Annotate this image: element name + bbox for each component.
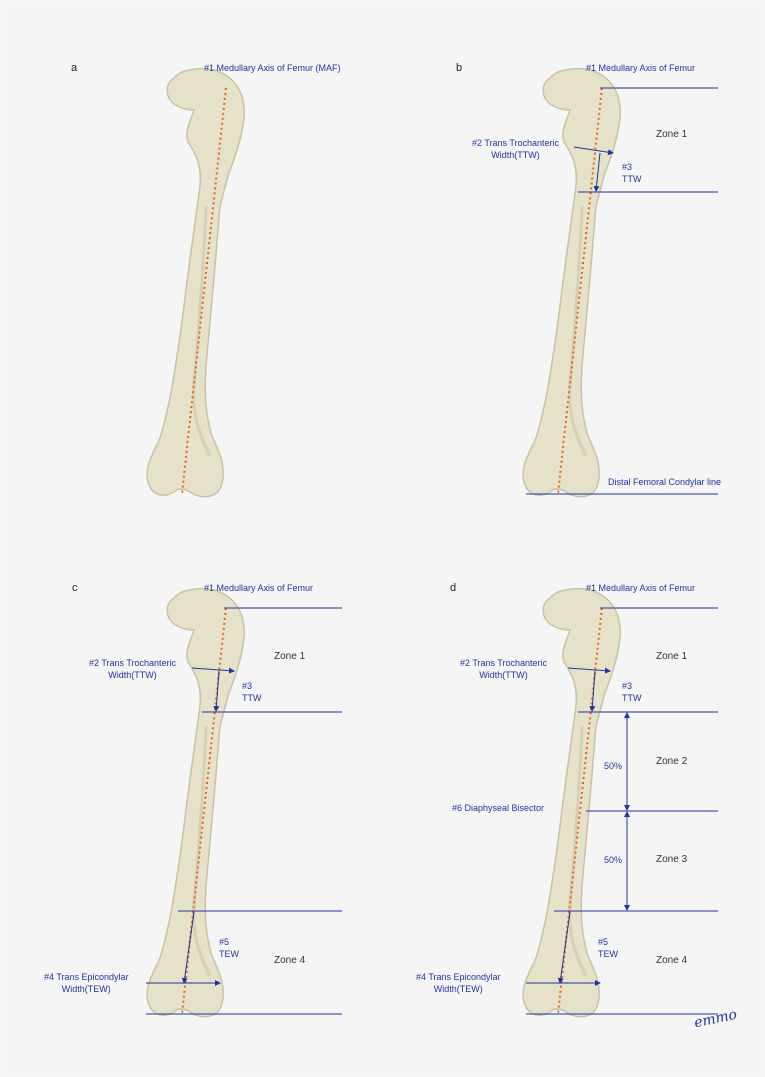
zone-1-label: Zone 1 — [656, 651, 688, 662]
zone-3-label: Zone 3 — [656, 854, 688, 865]
medullary-axis-line — [181, 87, 227, 495]
femur-drawing-d — [522, 587, 718, 1018]
panel-letter: d — [450, 582, 457, 594]
femur-bone — [146, 67, 246, 498]
ttw-arrow — [573, 146, 614, 156]
ttw-label: #2 Trans Trochanteric Width(TTW) — [472, 138, 560, 160]
femur-bone — [522, 67, 622, 498]
panel-b: b #1 Medullary Axis of Femur #2 Trans Tr… — [382, 6, 758, 526]
tew5-label: #5 TEW — [598, 937, 618, 959]
ttw3-label: #3 TTW — [622, 681, 642, 703]
medullary-axis-line — [557, 87, 603, 495]
figure-page: a #1 Medullary Axis of Femur (MAF) b #1 … — [6, 6, 758, 1072]
zone-2-label: Zone 2 — [656, 756, 688, 767]
femur-drawing-a — [146, 67, 246, 498]
ttw3-arrow — [589, 670, 596, 712]
panel-letter: b — [456, 62, 463, 74]
ttw-arrow — [567, 667, 611, 674]
panel-letter: a — [71, 62, 78, 74]
bone-shading — [568, 205, 588, 457]
pct-lower-label: 50% — [604, 855, 623, 865]
ttw-arrow — [191, 667, 235, 674]
tew-label: #4 Trans Epicondylar Width(TEW) — [416, 972, 501, 994]
bone-outline — [146, 587, 246, 1018]
bone-shading — [192, 205, 212, 457]
zone-4-label: Zone 4 — [656, 955, 688, 966]
ttw-label: #2 Trans Trochanteric Width(TTW) — [460, 658, 548, 680]
bone-shading — [568, 725, 588, 977]
zone-1-label: Zone 1 — [656, 129, 688, 140]
tew-label: #4 Trans Epicondylar Width(TEW) — [44, 972, 129, 994]
bone-outline — [522, 67, 622, 498]
maf-label: #1 Medullary Axis of Femur (MAF) — [204, 63, 341, 73]
panel-c: c #1 Medullary Axis of Femur #2 Trans Tr… — [6, 526, 382, 1046]
bisector-label: #6 Diaphyseal Bisector — [452, 803, 545, 813]
tew5-label: #5 TEW — [219, 937, 239, 959]
bone-shading — [192, 725, 212, 977]
ttw-label: #2 Trans Trochanteric Width(TTW) — [89, 658, 177, 680]
bone-outline — [146, 67, 246, 498]
zone-1-label: Zone 1 — [274, 651, 306, 662]
panel-d: d #1 Medullary Axis of Femur #2 Trans Tr… — [382, 526, 758, 1046]
panel-letter: c — [72, 582, 78, 594]
tew5-arrow — [557, 911, 571, 984]
pct-upper-label: 50% — [604, 761, 623, 771]
femur-bone — [522, 587, 622, 1018]
condylar-line-label: Distal Femoral Condylar line — [608, 477, 722, 487]
ttw3-arrow — [213, 670, 220, 712]
bone-outline — [522, 587, 622, 1018]
maf-label: #1 Medullary Axis of Femur — [204, 583, 314, 593]
maf-label: #1 Medullary Axis of Femur — [586, 583, 696, 593]
ttw3-arrow — [593, 152, 601, 192]
panel-a: a #1 Medullary Axis of Femur (MAF) — [6, 6, 382, 526]
ttw3-label: #3 TTW — [622, 162, 642, 184]
ttw3-label: #3 TTW — [242, 681, 262, 703]
maf-label: #1 Medullary Axis of Femur — [586, 63, 696, 73]
femur-drawing-b — [522, 67, 718, 498]
zone-4-label: Zone 4 — [274, 955, 306, 966]
femur-bone — [146, 587, 246, 1018]
femur-drawing-c — [146, 587, 342, 1018]
tew5-arrow — [181, 911, 195, 984]
